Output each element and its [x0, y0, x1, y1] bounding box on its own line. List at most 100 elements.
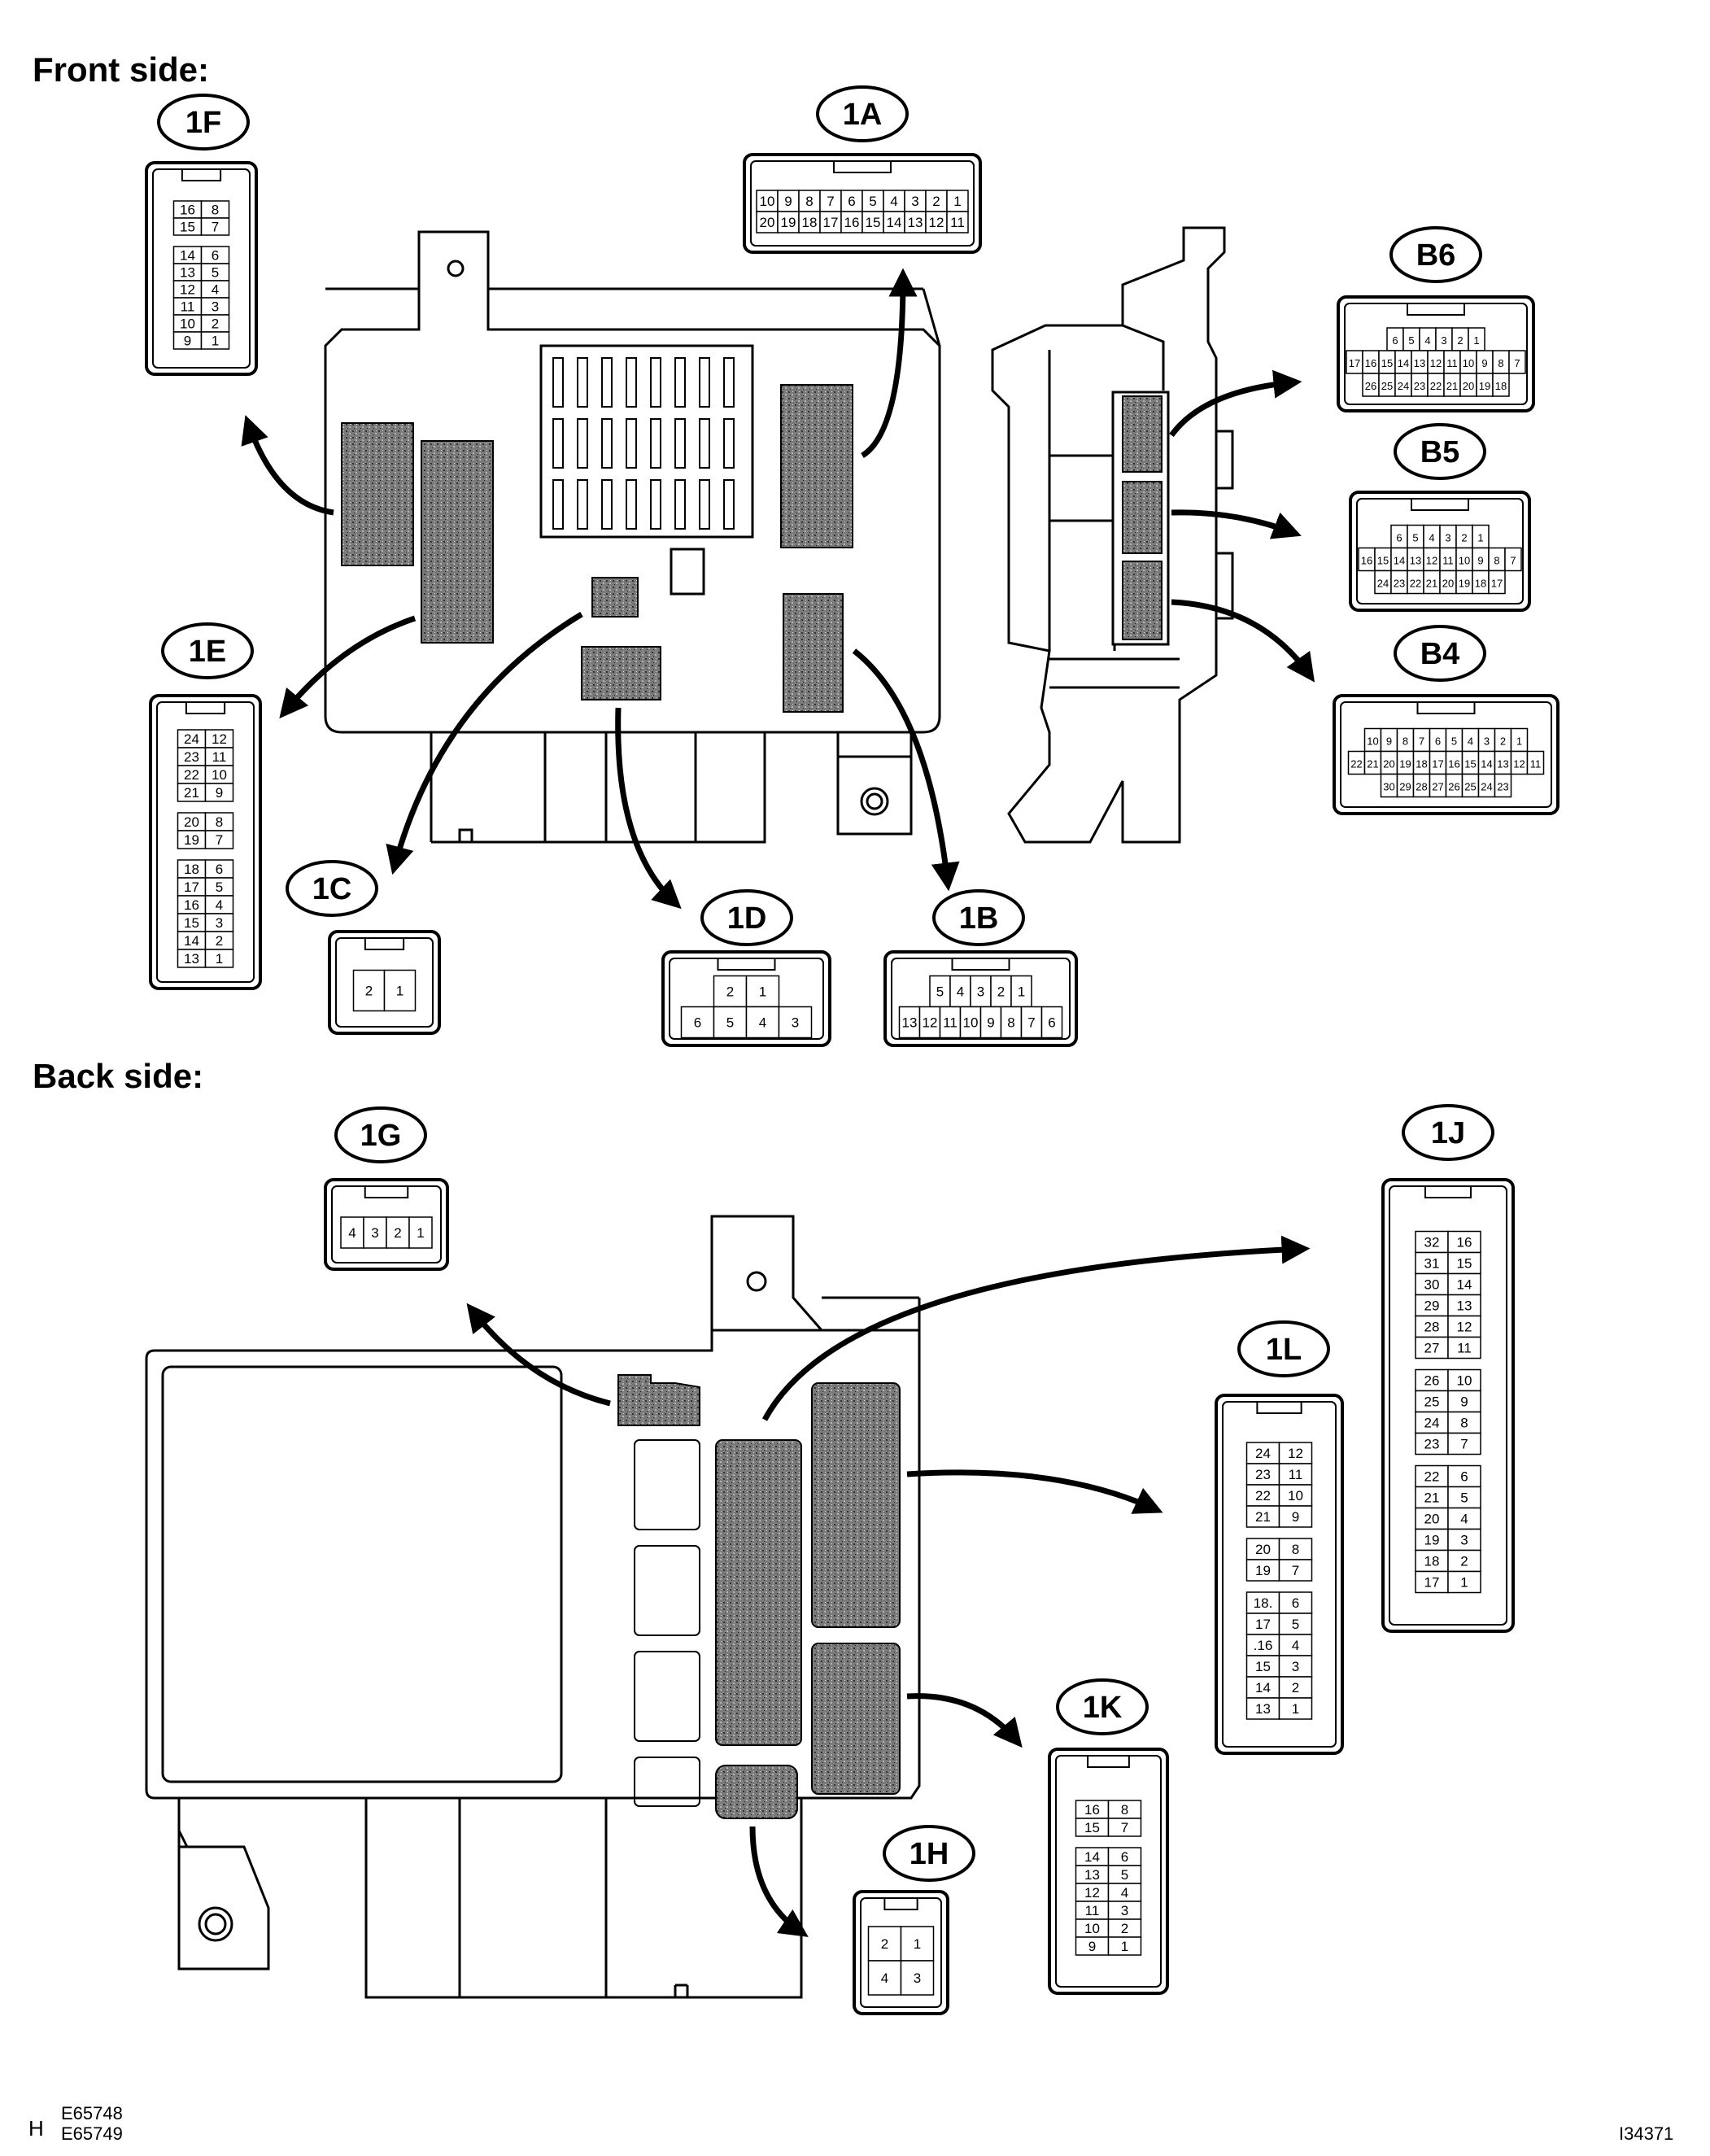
pin-cell: [1245, 1591, 1280, 1614]
connector-lock-tab: [883, 1897, 918, 1910]
pin-number: 19: [781, 215, 796, 230]
pin-number: 6: [212, 248, 219, 264]
pin-cell: [1107, 1936, 1142, 1956]
pin-number: 6: [216, 862, 223, 877]
pin-number: 3: [1484, 735, 1490, 748]
arrow-to-1f: [241, 415, 334, 516]
pin-number: 1: [1460, 1575, 1468, 1591]
pin-number: 19: [1255, 1563, 1271, 1578]
pin-number: 2: [1292, 1680, 1299, 1696]
pin-number: 10: [1459, 555, 1470, 567]
pin-number: 1: [914, 1936, 921, 1952]
pin-cell: [1415, 1230, 1449, 1254]
pin-cell: [745, 975, 780, 1008]
pin-cell: [819, 211, 842, 233]
pin-number: 1: [953, 194, 961, 209]
pin-cell: [867, 1960, 902, 1996]
pin-number: 15: [184, 915, 199, 931]
pin-cell: [408, 1216, 433, 1249]
figure-id: I34371: [1619, 2123, 1673, 2144]
socket-1k: [811, 1643, 901, 1795]
pin-number: 4: [212, 282, 219, 298]
pin-number: 6: [694, 1015, 701, 1031]
pin-cell: [1447, 1390, 1481, 1413]
pin-cell: [1278, 1655, 1313, 1678]
pin-number: 18: [802, 215, 818, 230]
connector-label: 1L: [1266, 1333, 1302, 1367]
pin-number: 27: [1424, 1341, 1440, 1356]
pin-number: 16: [1365, 357, 1376, 369]
pin-number: 22: [1350, 758, 1362, 770]
pin-number: .16: [1254, 1638, 1273, 1653]
socket-b4: [1122, 561, 1163, 640]
pin-number: 4: [881, 1971, 888, 1986]
pin-number: 12: [923, 1015, 938, 1031]
pin-number: 17: [1349, 357, 1360, 369]
pin-cell: [1278, 1676, 1313, 1699]
pin-number: 20: [1255, 1542, 1271, 1557]
pin-number: 22: [1255, 1488, 1271, 1504]
pin-number: 11: [1289, 1467, 1303, 1482]
arrow-to-b5: [1171, 509, 1302, 539]
pin-number: 3: [1441, 334, 1446, 347]
connector-label-bubble: [883, 1825, 975, 1882]
pin-number: 2: [1500, 735, 1506, 748]
pin-cell: [352, 969, 386, 1012]
pin-number: 4: [957, 984, 964, 1000]
pin-number: 13: [1457, 1298, 1472, 1314]
arrow-to-1h: [749, 1826, 809, 1937]
connector-label: B6: [1416, 238, 1456, 273]
pin-number: 2: [932, 194, 940, 209]
pin-number: 12: [1457, 1320, 1472, 1335]
pin-cell: [1447, 1507, 1481, 1530]
pin-cell: [862, 211, 884, 233]
connector-label-bubble: [1056, 1678, 1149, 1735]
pin-cell: [204, 949, 234, 968]
pin-cell: [1415, 1336, 1449, 1360]
pin-number: 21: [1255, 1509, 1271, 1525]
socket-1e: [421, 440, 494, 644]
pin-number: 6: [848, 194, 855, 209]
pin-number: 20: [184, 814, 199, 830]
pin-number: 24: [1481, 781, 1492, 793]
pin-number: 5: [1451, 735, 1457, 748]
pin-number: 14: [1398, 357, 1409, 369]
pin-number: 5: [216, 879, 223, 895]
pin-number: 4: [1460, 1512, 1468, 1527]
pin-number: 5: [1408, 334, 1414, 347]
pin-number: 29: [1399, 781, 1411, 793]
pin-number: 13: [908, 215, 923, 230]
pin-number: 24: [1377, 578, 1389, 590]
pin-number: 1: [212, 334, 219, 349]
pin-number: 18: [1495, 380, 1507, 392]
pin-cell: [1278, 1484, 1313, 1507]
pin-number: 1: [1121, 1939, 1128, 1954]
pin-number: 1: [216, 951, 223, 967]
pin-number: 23: [1414, 380, 1425, 392]
pin-number: 1: [396, 984, 404, 999]
pin-number: 9: [1460, 1394, 1468, 1410]
pin-number: 22: [1410, 578, 1421, 590]
pin-cell: [363, 1216, 387, 1249]
pin-number: 5: [1412, 532, 1418, 544]
pin-number: 2: [365, 984, 373, 999]
connector-lock-tab: [185, 701, 226, 714]
pin-number: 3: [1445, 532, 1450, 544]
pin-number: 32: [1424, 1235, 1440, 1250]
pin-number: 9: [784, 194, 792, 209]
connector-label: 1B: [959, 901, 999, 936]
connector-label: 1H: [910, 1837, 949, 1871]
pin-number: 10: [1463, 357, 1474, 369]
pin-number: 12: [1288, 1446, 1303, 1461]
pin-cell: [1040, 1006, 1063, 1039]
pin-number: 17: [1432, 758, 1443, 770]
connector-lock-tab: [1256, 1401, 1302, 1414]
pin-number: 17: [1491, 578, 1503, 590]
connector-label: 1J: [1431, 1116, 1465, 1150]
